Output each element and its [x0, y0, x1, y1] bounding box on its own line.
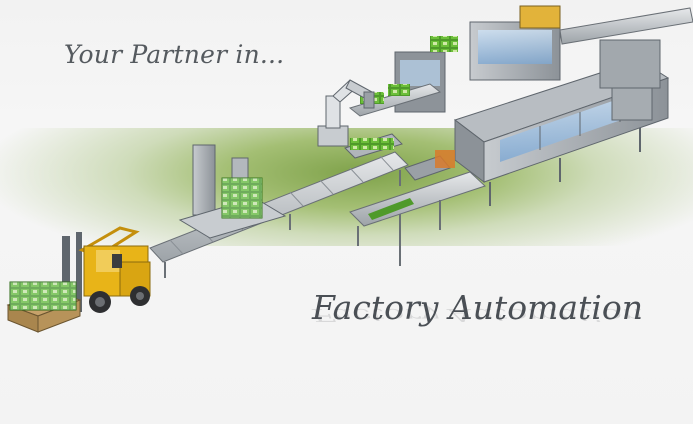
- outfeed-conveyor: [349, 150, 486, 266]
- product-table: [344, 133, 403, 159]
- palletizer: [178, 144, 287, 239]
- pallet: [6, 281, 82, 333]
- tagline: Your Partner in...: [64, 40, 285, 69]
- headline-reflection: Factory Automation: [312, 304, 643, 326]
- robot-arm: [317, 79, 375, 147]
- headline: Factory Automation: [312, 288, 643, 327]
- forklift: [62, 226, 151, 314]
- upper-machine-cluster: [394, 5, 693, 113]
